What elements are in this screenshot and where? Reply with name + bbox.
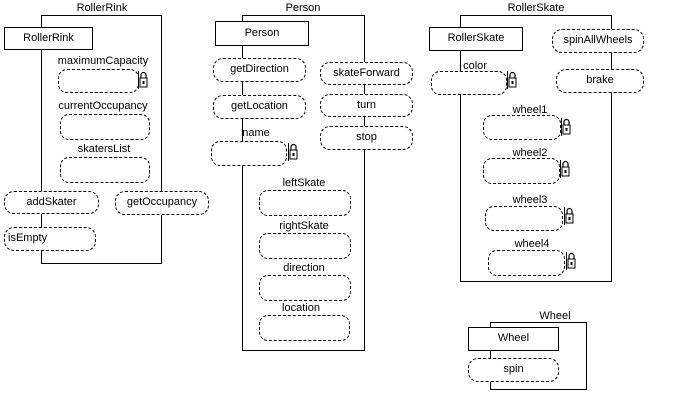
method-getoccupancy[interactable]: getOccupancy <box>115 191 209 215</box>
field-slot-currentoccupancy[interactable] <box>60 114 150 140</box>
lock-icon <box>561 118 571 136</box>
field-label-wheel3: wheel3 <box>512 194 548 206</box>
field-label-leftskate: leftSkate <box>282 177 326 189</box>
lock-icon <box>507 71 517 89</box>
method-getlocation[interactable]: getLocation <box>213 95 306 119</box>
lock-icon <box>138 71 148 89</box>
field-label-rightskate: rightSkate <box>279 220 329 232</box>
method-spinallwheels[interactable]: spinAllWheels <box>552 29 644 53</box>
method-turn[interactable]: turn <box>320 94 413 117</box>
rollerrink-class-title: RollerRink <box>76 2 128 14</box>
lock-icon <box>288 143 298 161</box>
field-label-currentoccupancy: currentOccupancy <box>58 100 148 112</box>
person-class-title: Person <box>285 2 321 14</box>
field-slot-maximumcapacity[interactable] <box>58 69 139 93</box>
method-stop[interactable]: stop <box>320 126 413 150</box>
person-name-box[interactable]: Person <box>215 21 309 46</box>
field-label-wheel2: wheel2 <box>512 147 548 159</box>
field-slot-location[interactable] <box>259 315 350 341</box>
method-spin[interactable]: spin <box>468 358 559 382</box>
method-getdirection[interactable]: getDirection <box>213 58 306 82</box>
rollerskate-name-box[interactable]: RollerSkate <box>429 27 523 51</box>
wheel-class-title: Wheel <box>539 310 571 322</box>
field-slot-wheel1[interactable] <box>483 115 561 140</box>
rollerskate-class[interactable] <box>460 15 612 282</box>
field-label-maximumcapacity: maximumCapacity <box>57 55 149 67</box>
field-slot-wheel3[interactable] <box>485 206 563 231</box>
rollerrink-name-box[interactable]: RollerRink <box>4 27 93 50</box>
field-slot-name[interactable] <box>211 141 287 166</box>
field-label-wheel1: wheel1 <box>512 104 548 116</box>
lock-icon <box>566 252 576 270</box>
field-slot-skaterslist[interactable] <box>60 157 150 183</box>
field-slot-direction[interactable] <box>259 275 351 301</box>
method-addskater[interactable]: addSkater <box>4 191 99 214</box>
field-label-color: color <box>463 60 487 72</box>
field-slot-wheel4[interactable] <box>488 250 565 276</box>
method-brake[interactable]: brake <box>556 69 644 93</box>
lock-icon <box>564 207 574 225</box>
field-slot-leftskate[interactable] <box>259 190 351 216</box>
lock-icon <box>560 160 570 178</box>
field-slot-rightskate[interactable] <box>259 233 351 259</box>
field-label-location: location <box>282 302 320 314</box>
field-label-wheel4: wheel4 <box>514 238 550 250</box>
field-slot-color[interactable] <box>431 71 507 95</box>
method-skateforward[interactable]: skateForward <box>320 62 413 85</box>
rollerskate-class-title: RollerSkate <box>507 2 565 14</box>
field-label-direction: direction <box>283 262 325 274</box>
wheel-name-box[interactable]: Wheel <box>468 327 559 351</box>
method-isempty[interactable]: isEmpty <box>4 227 96 251</box>
field-label-skaterslist: skatersList <box>77 143 131 155</box>
field-slot-wheel2[interactable] <box>483 158 560 184</box>
field-label-name: name <box>242 127 270 139</box>
